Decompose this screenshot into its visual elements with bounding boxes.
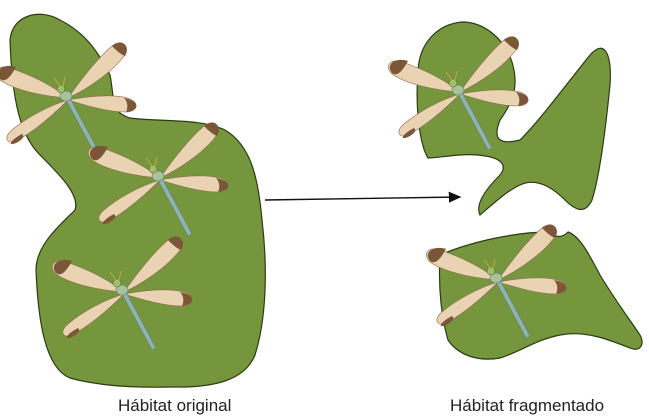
label-original-habitat: Hábitat original: [118, 396, 231, 416]
right-arrow-icon: [265, 197, 460, 200]
label-fragmented-habitat: Hábitat fragmentado: [450, 396, 604, 416]
